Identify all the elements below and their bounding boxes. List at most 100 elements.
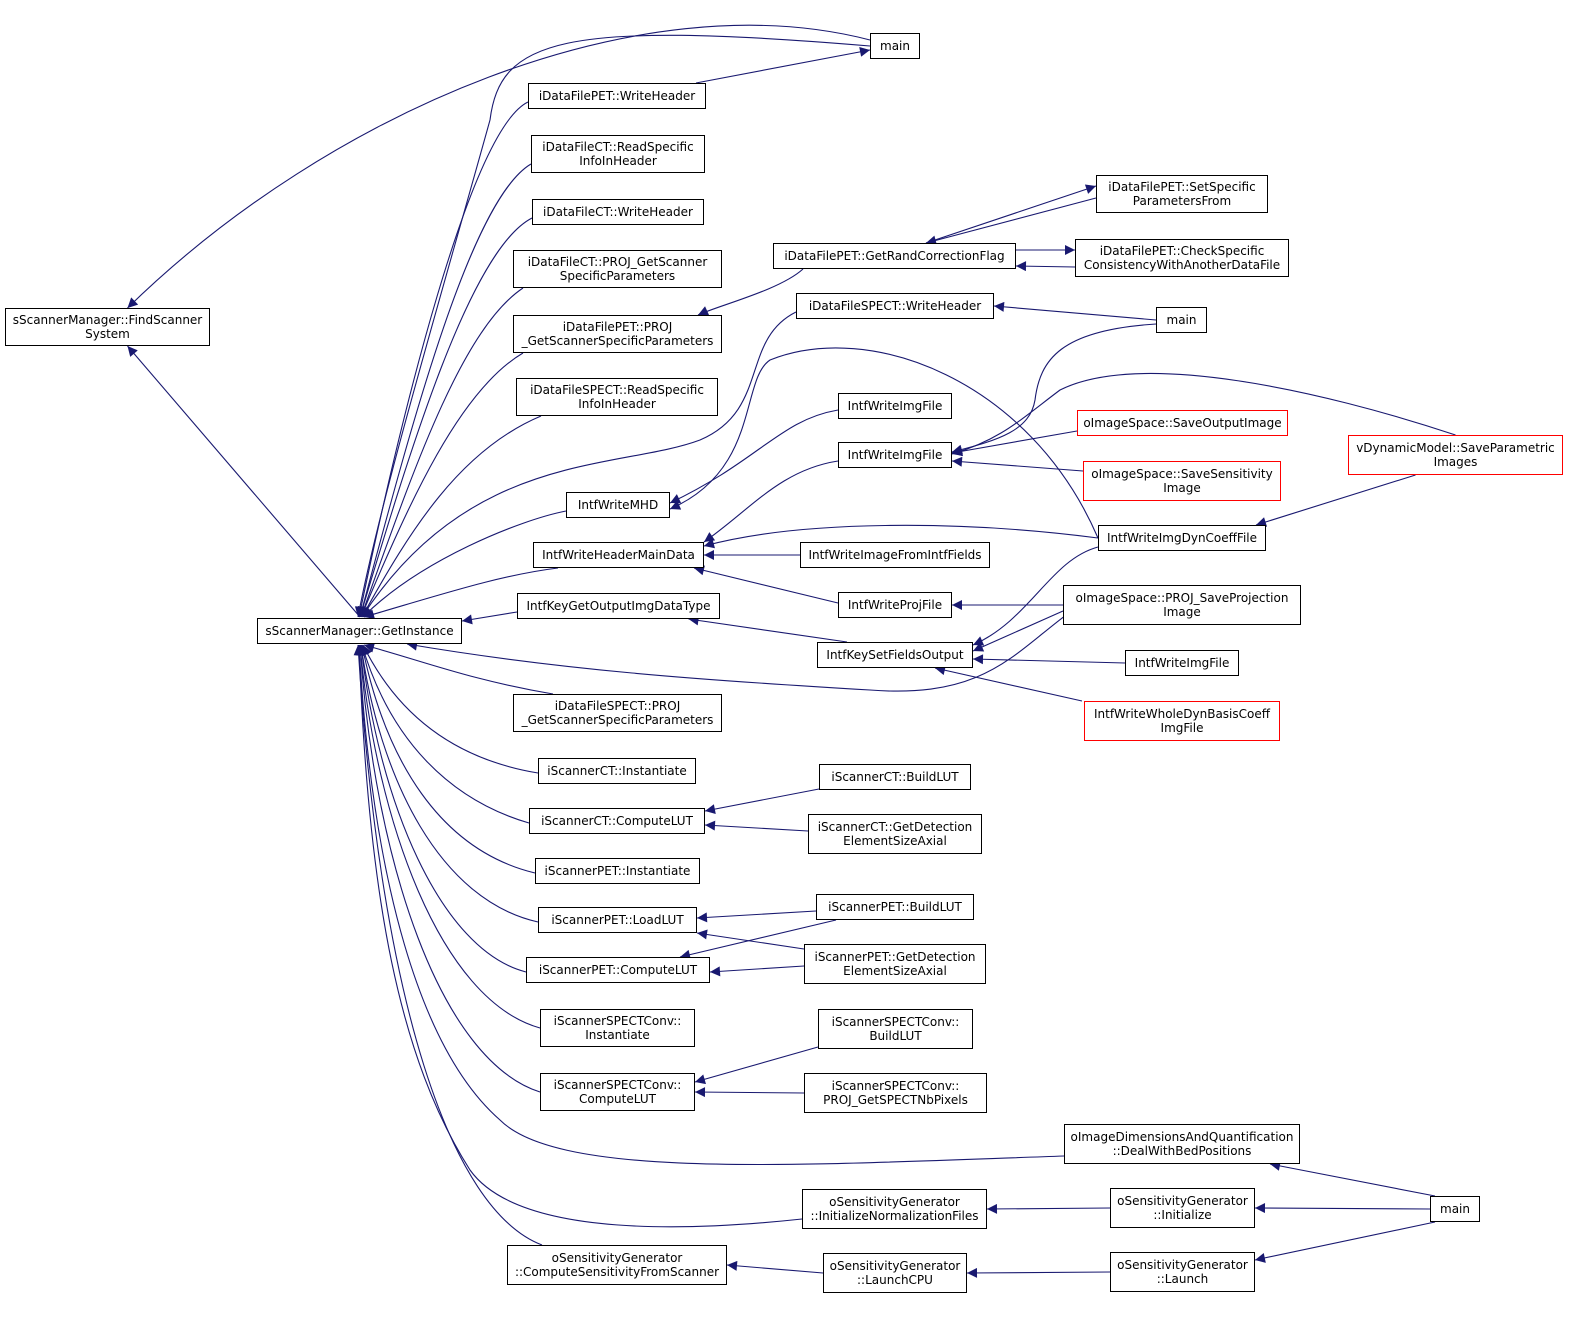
edge-spectconv_buildlut-spectconv_computelut [694, 1046, 819, 1085]
edge-spect_readspecific-getinstance [361, 415, 542, 618]
node-intfwriteimgfile-1[interactable]: IntfWriteImgFile [838, 393, 952, 419]
edge-main3-sens_initialize [1254, 1203, 1431, 1214]
node-sens-launchcpu[interactable]: oSensitivityGenerator ::LaunchCPU [823, 1253, 967, 1293]
edge-intfkeygetoutputimgdatatype-getinstance [461, 611, 518, 625]
edge-ct_proj-getinstance [359, 287, 524, 618]
edge-scannerpet_loadlut-getinstance [357, 644, 539, 923]
edge-sens_initnormfiles-getinstance [354, 644, 803, 1228]
node-ct-proj[interactable]: iDataFileCT::PROJ_GetScanner SpecificPar… [513, 250, 722, 288]
node-sens-launch[interactable]: oSensitivityGenerator ::Launch [1110, 1252, 1255, 1292]
node-proj-saveprojection[interactable]: oImageSpace::PROJ_SaveProjection Image [1063, 585, 1301, 625]
node-saveoutputimage[interactable]: oImageSpace::SaveOutputImage [1077, 410, 1288, 436]
edge-sens_launchcpu-sens_computefromscanner [726, 1260, 824, 1274]
node-findscanner: sScannerManager::FindScanner System [5, 308, 210, 346]
edge-pet_getrandcorrection-pet_setspecific [925, 184, 1097, 244]
edge-saveoutputimage-intfwriteimgfile2 [951, 430, 1078, 457]
edge-intfwriteimgfile1-intfwritemhd [669, 409, 839, 504]
edge-scannerct_getdetection-scannerct_computelut [704, 820, 809, 832]
edge-ct_writeheader-getinstance [358, 217, 533, 618]
node-intfwriteimgdyncoeff[interactable]: IntfWriteImgDynCoeffFile [1098, 525, 1266, 551]
node-scannerct-getdetection[interactable]: iScannerCT::GetDetection ElementSizeAxia… [808, 814, 982, 854]
node-savesensitivity[interactable]: oImageSpace::SaveSensitivity Image [1083, 461, 1281, 501]
node-scannerpet-instantiate[interactable]: iScannerPET::Instantiate [535, 858, 700, 884]
node-intfwritemhd[interactable]: IntfWriteMHD [566, 492, 670, 518]
node-spect-writeheader[interactable]: iDataFileSPECT::WriteHeader [796, 293, 994, 319]
edge-proj_saveprojection-getinstance [406, 596, 1094, 692]
node-pet-checkspecific[interactable]: iDataFilePET::CheckSpecific ConsistencyW… [1075, 239, 1289, 277]
edge-scannerct_buildlut-scannerct_computelut [704, 788, 820, 815]
node-main-3[interactable]: main [1430, 1196, 1480, 1222]
node-spect-proj[interactable]: iDataFileSPECT::PROJ _GetScannerSpecific… [513, 694, 722, 732]
edge-sens_launch-sens_launchcpu [966, 1267, 1111, 1278]
edge-sens_computefromscanner-getinstance [353, 644, 543, 1246]
node-ct-writeheader[interactable]: iDataFileCT::WriteHeader [532, 199, 704, 225]
node-sens-initialize[interactable]: oSensitivityGenerator ::Initialize [1110, 1188, 1255, 1228]
edge-intfwritemhd-getinstance [362, 510, 567, 618]
edge-pet_proj-getinstance [360, 352, 524, 618]
node-main-2[interactable]: main [1156, 307, 1207, 333]
node-vdynamic-saveparametric[interactable]: vDynamicModel::SaveParametric Images [1348, 435, 1563, 475]
node-scannerct-instantiate[interactable]: iScannerCT::Instantiate [538, 758, 696, 784]
edge-main2-intfwriteimgfile2 [951, 323, 1157, 455]
edge-spectconv_computelut-getinstance [355, 644, 541, 1093]
edge-intfwriteimgdyncoeff-intfkeysetfieldsoutput [972, 546, 1099, 646]
node-spect-readspecific[interactable]: iDataFileSPECT::ReadSpecific InfoInHeade… [516, 378, 718, 416]
edge-scannerpet_buildlut-scannerpet_computelut [679, 919, 837, 960]
node-scannerct-computelut[interactable]: iScannerCT::ComputeLUT [529, 808, 705, 834]
node-pet-writeheader[interactable]: iDataFilePET::WriteHeader [528, 83, 706, 109]
node-intfwriteimgfile-3[interactable]: IntfWriteImgFile [1125, 650, 1239, 676]
edge-sens_initialize-sens_initnormfiles [986, 1203, 1111, 1214]
node-spectconv-buildlut[interactable]: iScannerSPECTConv:: BuildLUT [818, 1009, 973, 1049]
node-spectconv-nbpixels[interactable]: iScannerSPECTConv:: PROJ_GetSPECTNbPixel… [804, 1073, 987, 1113]
edge-scannerct_instantiate-getinstance [362, 644, 539, 774]
node-pet-proj[interactable]: iDataFilePET::PROJ _GetScannerSpecificPa… [513, 315, 722, 353]
edge-scannerpet_getdetection-scannerpet_computelut [709, 965, 805, 977]
node-getinstance[interactable]: sScannerManager::GetInstance [257, 618, 462, 644]
edge-scannerpet_instantiate-getinstance [359, 644, 536, 874]
edge-intfwriteimgfile2-intfwriteheadermaindata [703, 460, 839, 543]
node-sens-initnormfiles[interactable]: oSensitivityGenerator ::InitializeNormal… [802, 1189, 987, 1229]
node-scannerct-buildlut[interactable]: iScannerCT::BuildLUT [819, 764, 971, 790]
node-scannerpet-loadlut[interactable]: iScannerPET::LoadLUT [538, 907, 697, 933]
edge-scannerpet_getdetection-scannerpet_loadlut [696, 929, 805, 950]
edge-intfwriteprojfile-intfwriteheadermaindata [693, 565, 839, 604]
edge-pet_writeheader-main1 [695, 46, 871, 84]
edge-spect_writeheader-getinstance [361, 311, 797, 618]
node-intfkeysetfieldsoutput[interactable]: IntfKeySetFieldsOutput [817, 642, 973, 668]
edge-intfwriteimgfile3-intfkeysetfieldsoutput [972, 654, 1126, 665]
node-pet-setspecific[interactable]: iDataFilePET::SetSpecific ParametersFrom [1096, 175, 1268, 213]
edge-main3-sens_launch [1254, 1221, 1436, 1263]
node-main-1[interactable]: main [870, 33, 920, 59]
edge-pet_writeheader-getinstance [356, 101, 529, 618]
node-ct-readspecific[interactable]: iDataFileCT::ReadSpecific InfoInHeader [531, 135, 705, 173]
edge-spect_proj-getinstance [363, 642, 554, 695]
edge-intfkeysetfieldsoutput-intfkeygetoutputimgdatatype [688, 615, 848, 643]
node-intfkeygetoutputimgdatatype[interactable]: IntfKeyGetOutputImgDataType [517, 593, 720, 619]
node-scannerpet-buildlut[interactable]: iScannerPET::BuildLUT [816, 894, 974, 920]
edge-scannerpet_computelut-getinstance [357, 644, 527, 973]
edge-spect_writeheader-intfwritemhd [669, 347, 1099, 539]
node-imagedims-dealwithbed[interactable]: oImageDimensionsAndQuantification ::Deal… [1064, 1124, 1300, 1164]
edge-intfwritewholedyn-intfkeysetfieldsoutput [934, 665, 1083, 702]
node-scannerpet-getdetection[interactable]: iScannerPET::GetDetection ElementSizeAxi… [804, 944, 986, 984]
edge-main1-findscanner [127, 24, 871, 309]
node-intfwriteimgfile-2[interactable]: IntfWriteImgFile [838, 442, 952, 468]
node-spectconv-computelut[interactable]: iScannerSPECTConv:: ComputeLUT [540, 1073, 695, 1111]
edge-scannerct_computelut-getinstance [360, 644, 530, 824]
node-pet-getrandcorrection[interactable]: iDataFilePET::GetRandCorrectionFlag [773, 243, 1016, 269]
edge-savesensitivity-intfwriteimgfile2 [951, 456, 1084, 472]
edge-ct_readspecific-getinstance [357, 163, 532, 618]
node-scannerpet-computelut[interactable]: iScannerPET::ComputeLUT [526, 957, 710, 983]
node-sens-computefromscanner[interactable]: oSensitivityGenerator ::ComputeSensitivi… [507, 1245, 727, 1285]
node-intfwriteprojfile[interactable]: IntfWriteProjFile [838, 592, 952, 618]
node-intfwriteimagefromintffields[interactable]: IntfWriteImageFromIntfFields [800, 542, 990, 568]
node-spectconv-instantiate[interactable]: iScannerSPECTConv:: Instantiate [540, 1009, 695, 1047]
edge-getinstance-findscanner [127, 345, 361, 618]
edge-vdynamic-intfwriteimgdyncoeff [1255, 474, 1416, 527]
edge-main2-spect_writeheader [993, 301, 1157, 321]
node-intfwriteheadermaindata[interactable]: IntfWriteHeaderMainData [533, 542, 704, 568]
node-intfwritewholedyn[interactable]: IntfWriteWholeDynBasisCoeff ImgFile [1084, 701, 1280, 741]
edge-spectconv_instantiate-getinstance [355, 644, 541, 1029]
edge-scannerpet_buildlut-scannerpet_loadlut [696, 910, 817, 923]
edge-pet_setspecific-pet_getrandcorrection [925, 197, 1097, 246]
